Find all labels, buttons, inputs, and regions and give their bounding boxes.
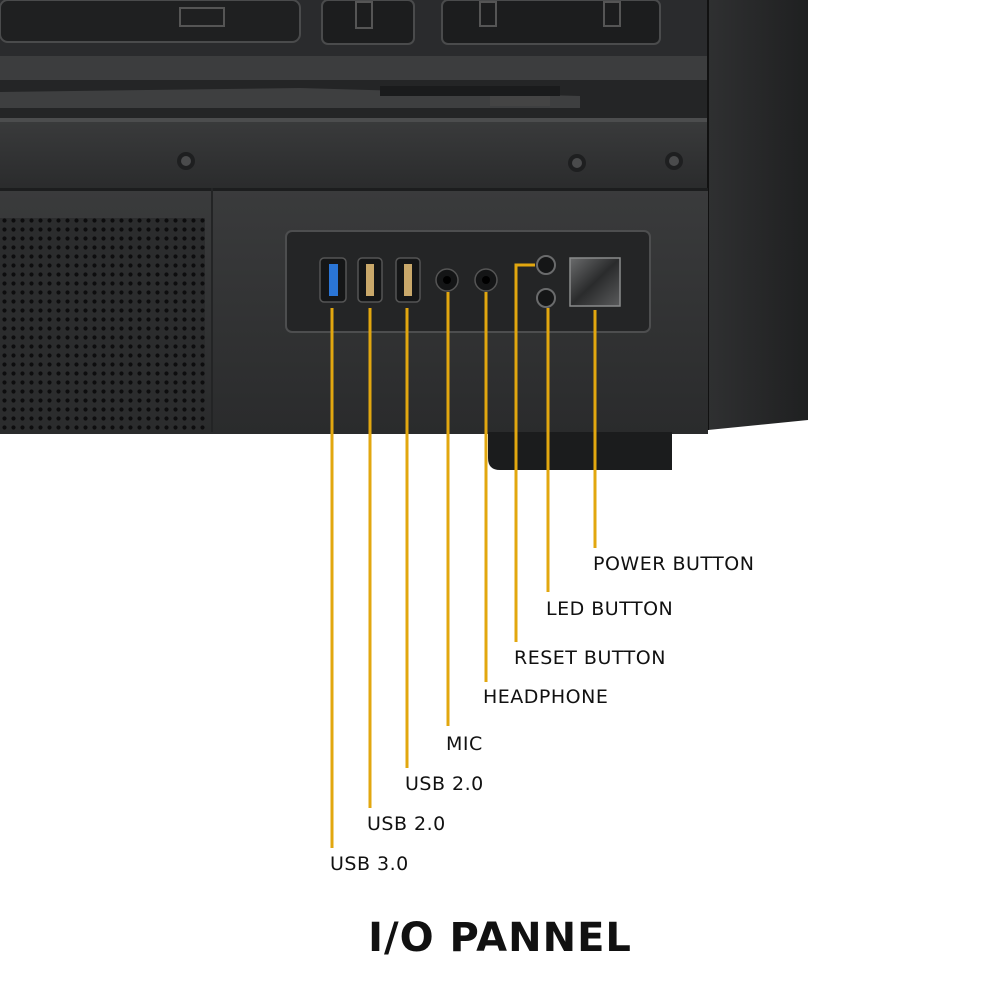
diagram-title: I/O PANNEL [368,915,632,961]
io-bezel [285,230,651,333]
usb-3-port-icon [319,257,347,303]
audio-jack-icon [435,268,459,292]
led-button-icon [536,288,556,308]
label-headphone: HEADPHONE [483,686,609,708]
callout-leaders [330,263,597,848]
leader-reset [514,263,535,642]
label-usb20b: USB 2.0 [405,773,484,795]
label-usb20a: USB 2.0 [367,813,446,835]
side-panel [707,0,808,430]
label-reset: RESET BUTTON [514,647,666,669]
screw-icon [568,154,586,172]
usb-2-port-icon [395,257,421,303]
screw-icon [665,152,683,170]
case-interior [0,0,708,120]
label-mic: MIC [446,733,483,755]
usb-2-port-icon [357,257,383,303]
label-usb30: USB 3.0 [330,853,409,875]
case-foot [488,432,672,470]
top-plate [0,118,708,190]
power-button-icon [569,257,621,307]
label-led: LED BUTTON [546,598,674,620]
audio-jack-icon [474,268,498,292]
mesh-vent-icon [0,218,205,430]
reset-button-icon [536,255,556,275]
screw-icon [177,152,195,170]
label-power: POWER BUTTON [593,553,755,575]
